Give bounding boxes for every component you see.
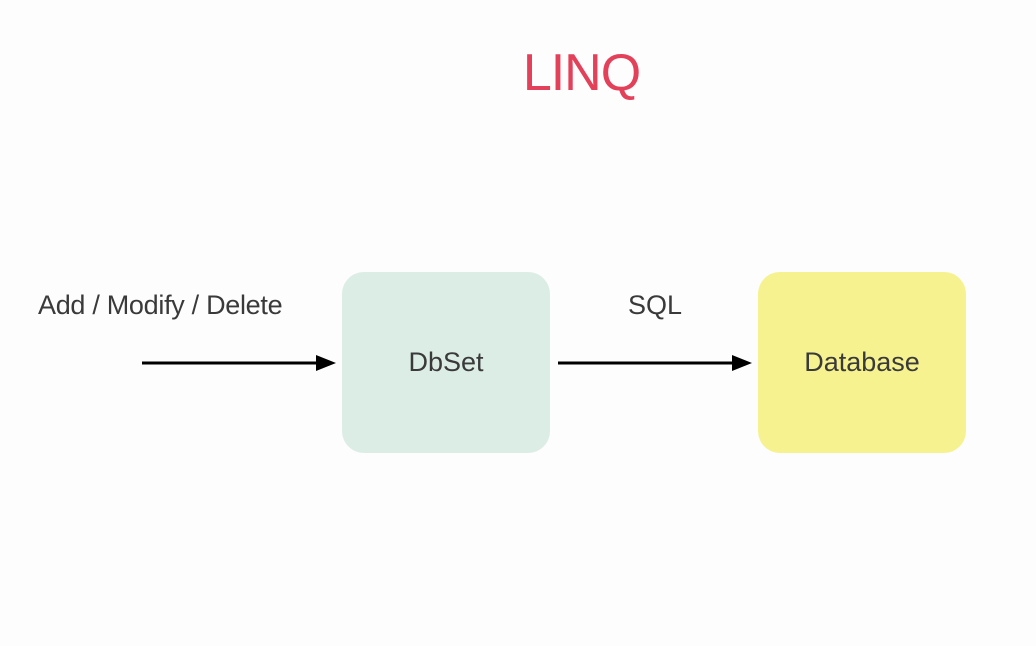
input-operations-label: Add / Modify / Delete xyxy=(38,290,283,320)
database-label: Database xyxy=(804,347,920,377)
diagram-title: LINQ xyxy=(522,44,641,102)
database-node: Database xyxy=(758,272,966,453)
sql-edge-label: SQL xyxy=(628,290,683,320)
dbset-node: DbSet xyxy=(342,272,550,453)
arrow-input-to-dbset xyxy=(142,355,336,371)
dbset-label: DbSet xyxy=(408,347,484,377)
arrow-dbset-to-database xyxy=(558,355,752,371)
